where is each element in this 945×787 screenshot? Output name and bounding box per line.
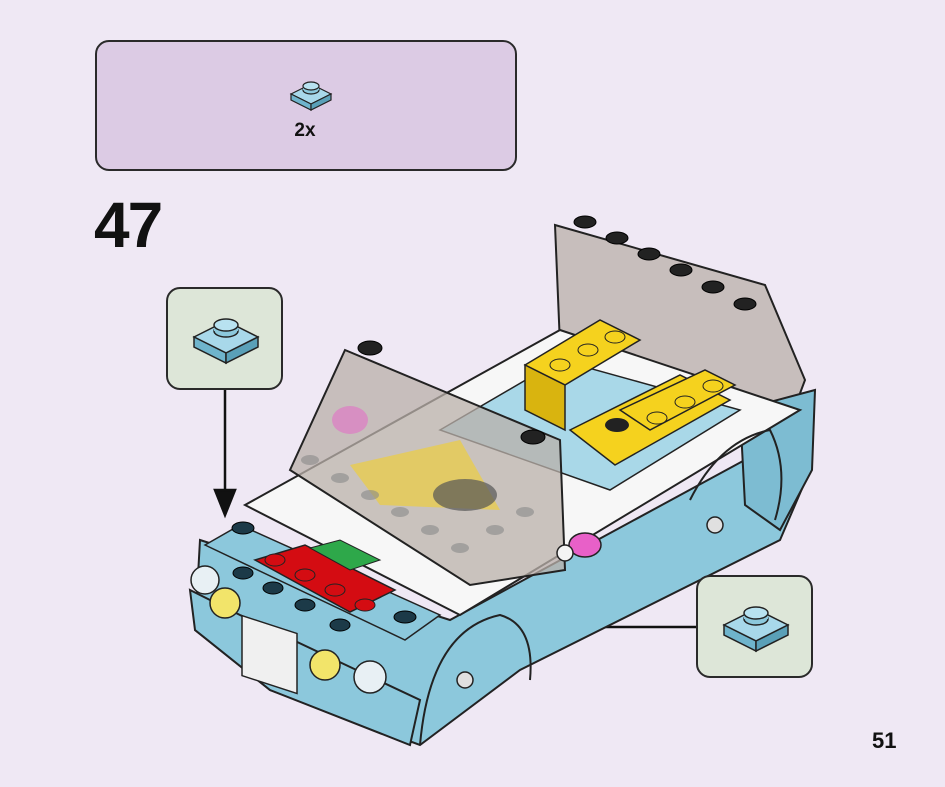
page-number: 51: [872, 728, 897, 753]
arrow-left: [213, 390, 237, 519]
light-blue-1x1-plate-icon: [192, 318, 260, 365]
parts-list-box: 2x: [95, 40, 517, 171]
callout-left: [166, 287, 283, 390]
parts-quantity: 2x: [294, 120, 316, 141]
light-blue-1x1-plate-icon: [722, 606, 790, 653]
light-blue-1x1-plate-icon: [289, 81, 333, 111]
callout-right: [696, 575, 813, 678]
step-number: 47: [94, 189, 163, 261]
